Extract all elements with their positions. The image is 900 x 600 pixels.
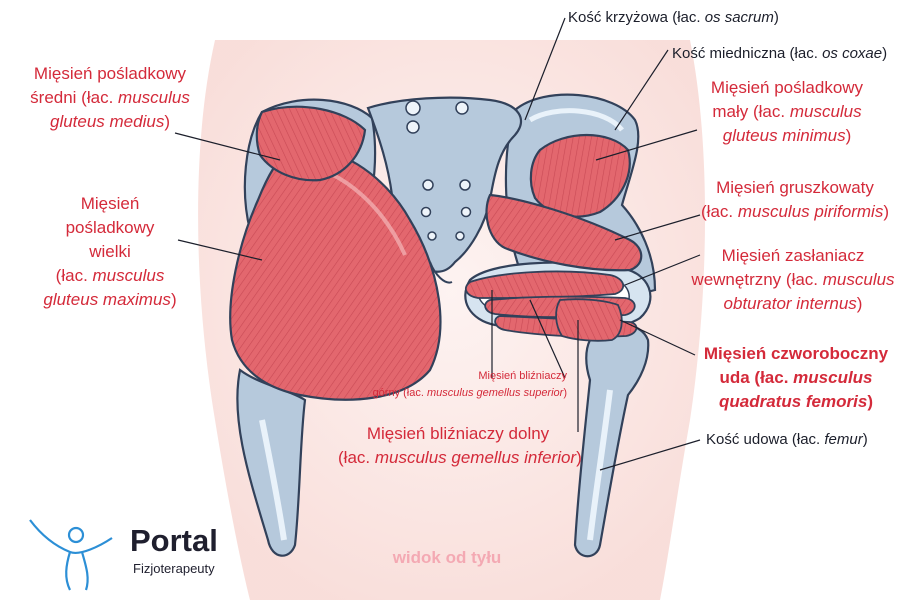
view-caption: widok od tyłu bbox=[392, 548, 502, 567]
quadratus-femoris-muscle bbox=[555, 298, 623, 342]
label-gluteus-minimus: Mięsień pośladkowy mały (łac. musculus g… bbox=[710, 78, 864, 145]
label-sacrum: Kość krzyżowa (łac. os sacrum) bbox=[568, 9, 779, 26]
logo-figure bbox=[29, 519, 113, 591]
label-gluteus-medius: Mięsień pośladkowy średni (łac. musculus… bbox=[30, 64, 190, 131]
gluteus-maximus-muscle bbox=[229, 147, 442, 401]
gluteus-medius-muscle bbox=[255, 105, 367, 182]
label-gluteus-maximus: Mięsień pośladkowy wielki (łac. musculus… bbox=[43, 194, 177, 309]
gemellus-superior-muscle bbox=[464, 270, 624, 299]
logo-subtitle: Fizjoterapeuty bbox=[133, 561, 215, 576]
label-os-coxae: Kość miedniczna (łac. os coxae) bbox=[672, 45, 888, 62]
label-quadratus-femoris: Mięsień czworoboczny uda (łac. musculus … bbox=[703, 344, 889, 411]
piriformis-muscle bbox=[485, 193, 643, 272]
label-gemellus-inferior: Mięsień bliźniaczy dolny (łac. musculus … bbox=[338, 424, 582, 467]
gluteus-minimus-muscle bbox=[529, 134, 631, 218]
label-femur: Kość udowa (łac. femur) bbox=[706, 431, 868, 448]
label-piriformis: Mięsień gruszkowaty (łac. musculus pirif… bbox=[701, 178, 889, 221]
logo-title: Portal bbox=[130, 523, 218, 558]
leader-lines bbox=[174, 17, 701, 471]
label-obturator-internus: Mięsień zasłaniacz wewnętrzny (łac. musc… bbox=[691, 246, 895, 313]
label-gemellus-superior: Mięsień bliźniaczy górny (łac. musculus … bbox=[372, 370, 567, 399]
